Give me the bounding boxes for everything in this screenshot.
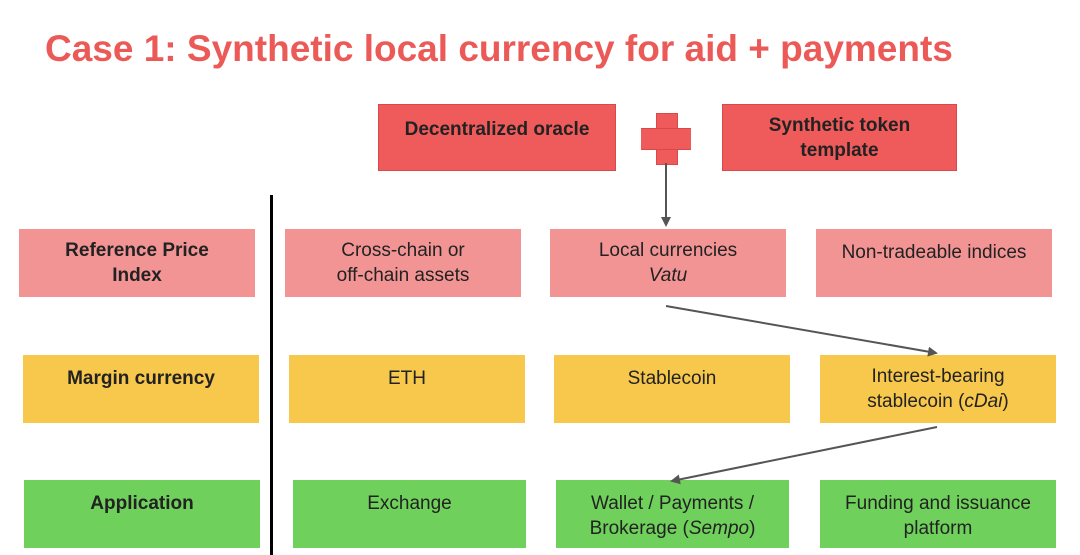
funding-issuance-platform-box: Funding and issuance platform [820, 480, 1056, 548]
stablecoin-text: stablecoin ( [867, 391, 965, 412]
cross-chain-line1: Cross-chain or [341, 240, 465, 261]
brokerage-text: Brokerage ( [589, 518, 689, 539]
application-label-box: Application [24, 480, 260, 548]
local-currencies-box: Local currencies Vatu [550, 229, 786, 297]
page-title: Case 1: Synthetic local currency for aid… [45, 28, 953, 69]
interest-bearing-line2: stablecoin (cDai) [867, 389, 1009, 414]
arrow-interest-bearing-to-wallet [670, 426, 938, 485]
local-currencies-line2: Vatu [649, 263, 687, 288]
margin-currency-label: Margin currency [67, 368, 215, 389]
margin-currency-label-box: Margin currency [23, 355, 259, 423]
synthetic-token-template-box: Synthetic token template [722, 104, 957, 171]
funding-line2: platform [903, 518, 973, 539]
vatu-label: Vatu [648, 265, 688, 286]
synthetic-token-label-line1: Synthetic token [768, 114, 911, 136]
stablecoin-box: Stablecoin [554, 355, 790, 423]
arrow-local-currencies-to-interest-bearing [665, 305, 938, 357]
interest-bearing-stablecoin-box: Interest-bearing stablecoin (cDai) [820, 355, 1056, 423]
non-tradeable-label: Non-tradeable indices [841, 242, 1027, 263]
funding-line1: Funding and issuance [845, 493, 1031, 514]
wallet-payments-brokerage-box: Wallet / Payments / Brokerage (Sempo) [556, 480, 789, 548]
sempo-label: Sempo [688, 518, 750, 539]
local-currencies-line1: Local currencies [598, 240, 738, 261]
interest-bearing-line1: Interest-bearing [871, 366, 1005, 387]
decentralized-oracle-box: Decentralized oracle [378, 104, 616, 171]
synthetic-token-label-line2: template [800, 139, 879, 161]
plus-icon [641, 128, 691, 150]
close-paren: ) [1002, 391, 1009, 412]
reference-label-line2: Index [112, 265, 162, 286]
non-tradeable-indices-box: Non-tradeable indices [816, 229, 1052, 297]
exchange-label: Exchange [367, 493, 452, 514]
vertical-divider [270, 195, 273, 555]
wallet-line1: Wallet / Payments / [591, 493, 754, 514]
cdai-label: cDai [964, 391, 1003, 412]
exchange-box: Exchange [293, 480, 526, 548]
reference-label-line1: Reference Price [65, 240, 209, 261]
decentralized-oracle-label: Decentralized oracle [404, 119, 590, 140]
eth-label: ETH [388, 368, 426, 389]
application-label: Application [90, 493, 194, 514]
cross-chain-line2: off-chain assets [336, 265, 470, 286]
reference-price-index-label-box: Reference Price Index [19, 229, 255, 297]
stablecoin-label: Stablecoin [627, 368, 717, 389]
cross-chain-assets-box: Cross-chain or off-chain assets [285, 229, 521, 297]
wallet-line2: Brokerage (Sempo) [590, 516, 756, 541]
eth-box: ETH [289, 355, 525, 423]
close-paren-2: ) [749, 518, 756, 539]
